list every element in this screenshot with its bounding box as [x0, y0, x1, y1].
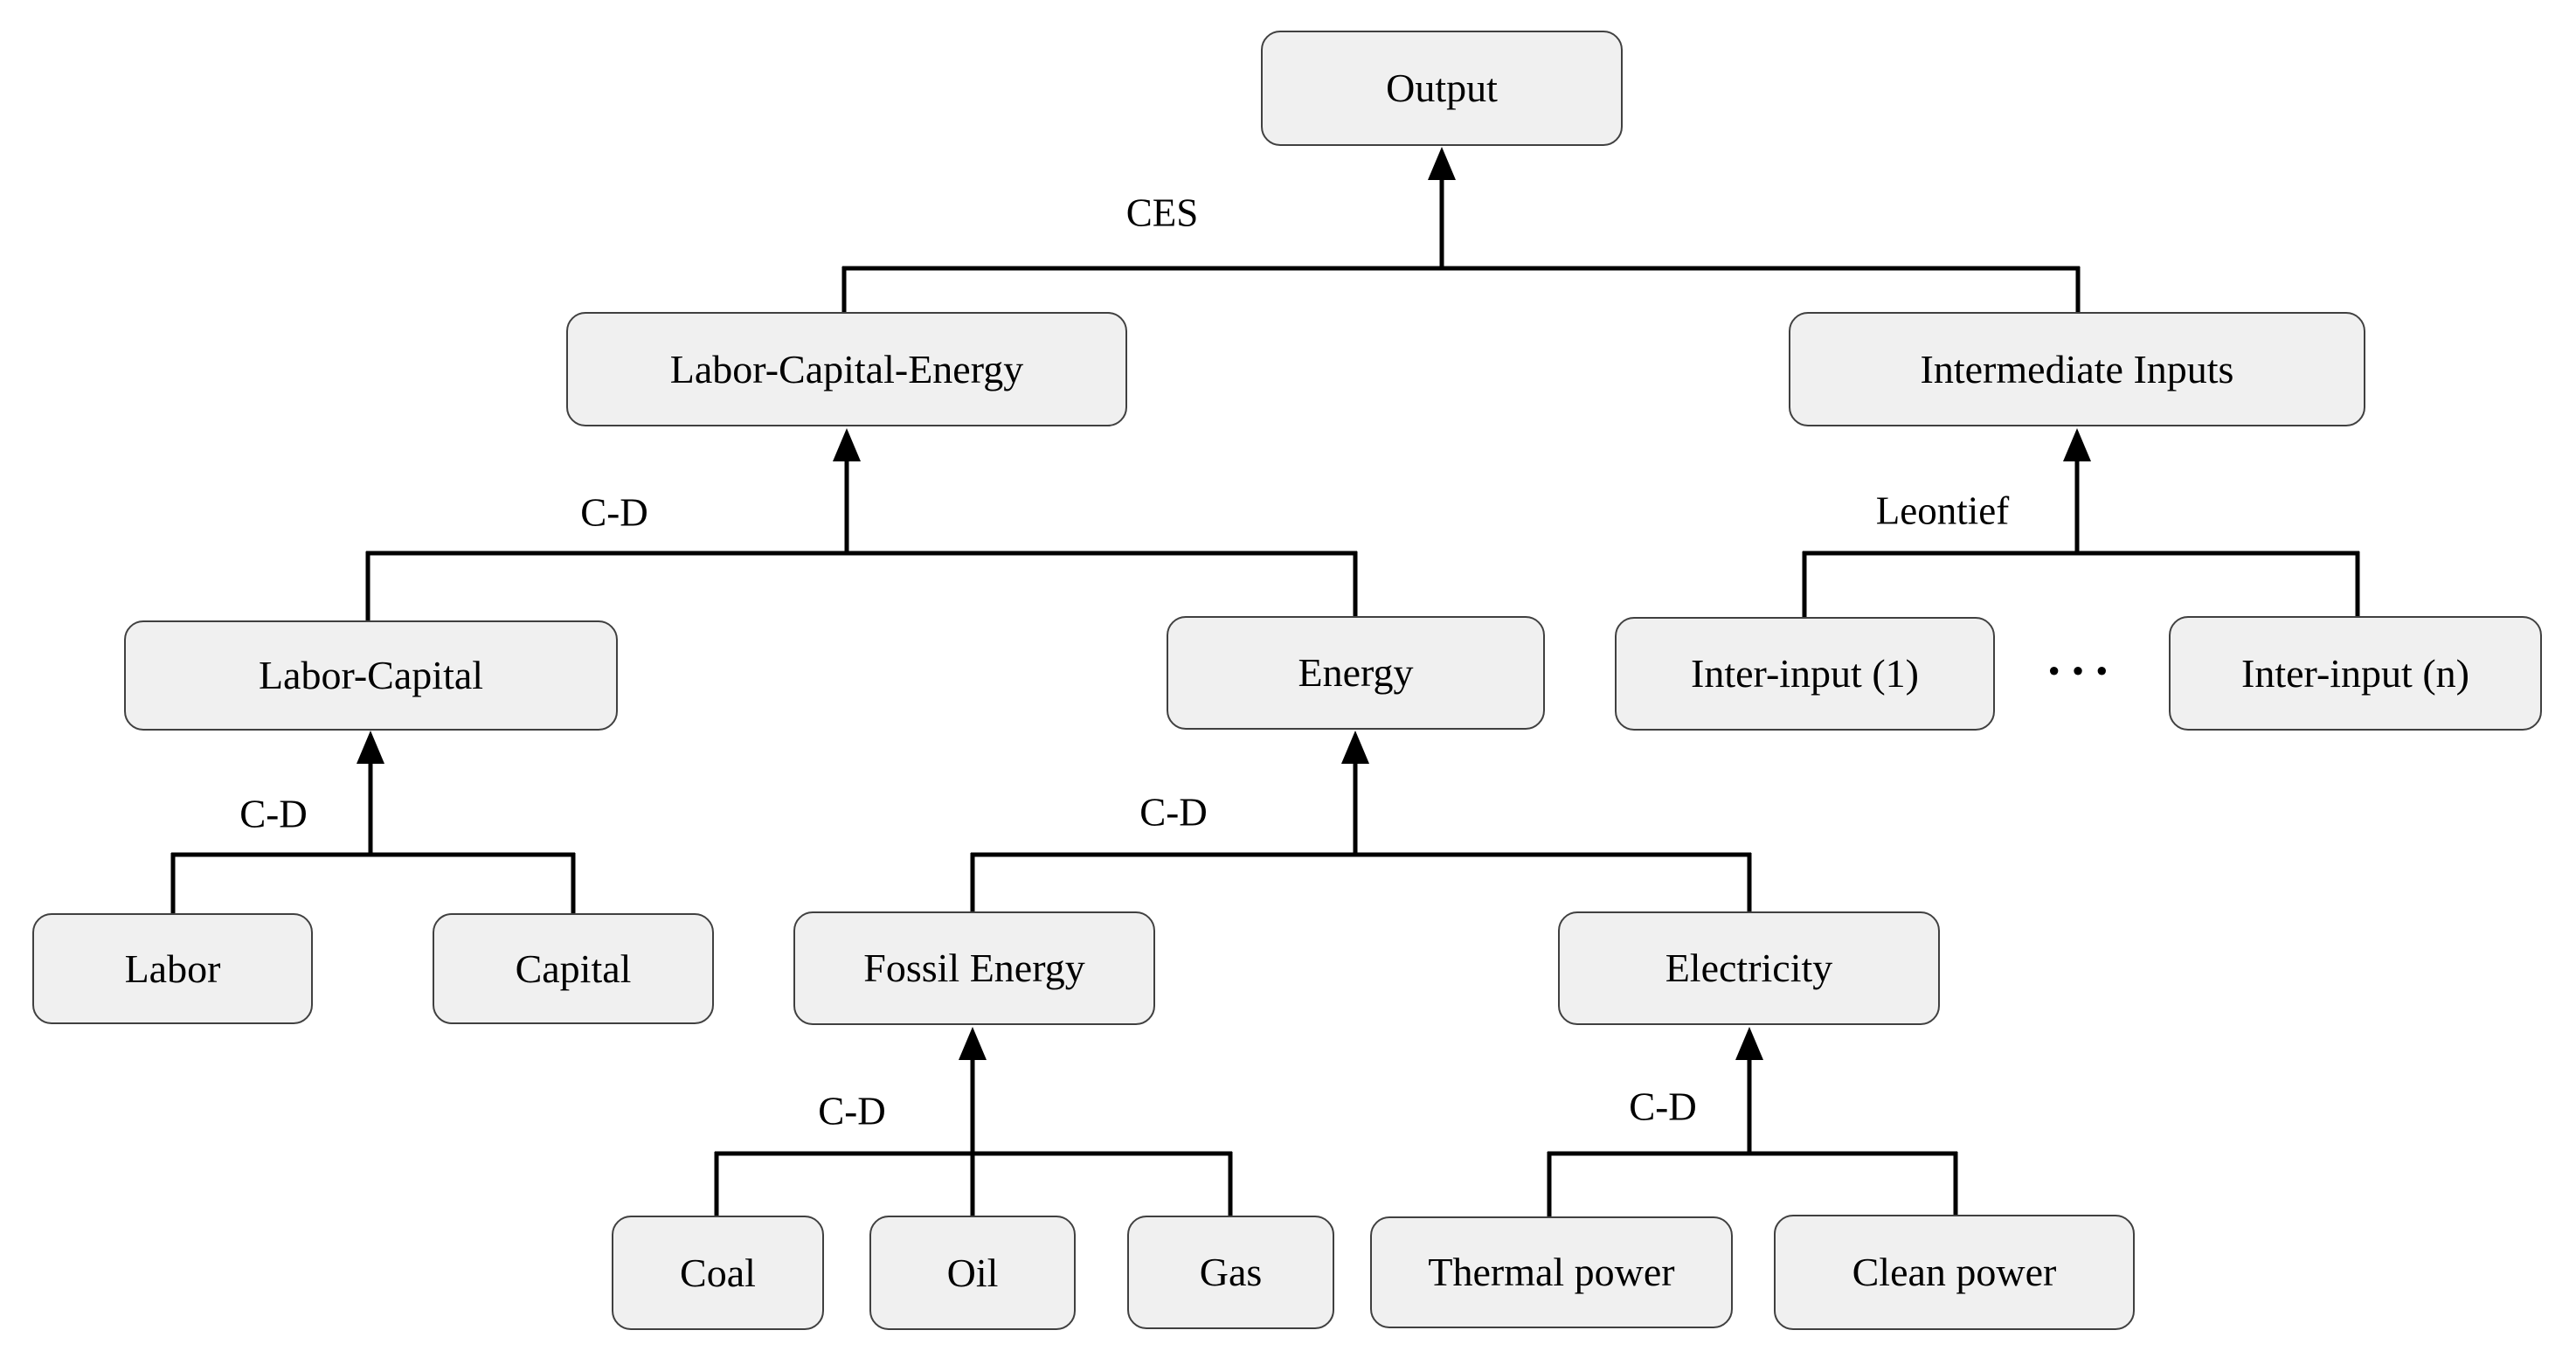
node-thermal-power-label: Thermal power [1428, 1250, 1675, 1294]
inter-input-ellipsis: ··· [2046, 646, 2117, 696]
edge-electricity-arrowhead [1735, 1027, 1763, 1060]
edge-output-arrowhead [1428, 147, 1456, 180]
edge-label-cd-energy: C-D [1139, 790, 1208, 835]
edge-label-cd-electricity: C-D [1629, 1084, 1697, 1129]
node-inter-input-n: Inter-input (n) [2169, 616, 2542, 731]
node-fossil-energy: Fossil Energy [793, 911, 1155, 1025]
node-fossil-energy-label: Fossil Energy [863, 946, 1085, 990]
edge-energy-arrowhead [1341, 731, 1369, 764]
edge-label-cd-labor-capital: C-D [239, 792, 308, 836]
node-labor-label: Labor [124, 946, 221, 991]
node-output-label: Output [1386, 66, 1498, 110]
node-output: Output [1261, 31, 1623, 146]
node-inter-input-1: Inter-input (1) [1615, 617, 1995, 731]
node-labor: Labor [32, 913, 313, 1024]
node-inter-input-1-label: Inter-input (1) [1691, 651, 1919, 696]
node-intermediate-inputs: Intermediate Inputs [1789, 312, 2365, 426]
node-labor-capital: Labor-Capital [124, 620, 618, 731]
inter-input-ellipsis-label: ··· [2045, 642, 2118, 699]
node-coal-label: Coal [680, 1250, 756, 1295]
node-clean-power-label: Clean power [1852, 1250, 2057, 1294]
node-capital-label: Capital [515, 946, 632, 991]
node-coal: Coal [612, 1216, 824, 1330]
node-labor-capital-label: Labor-Capital [258, 653, 484, 697]
node-electricity-label: Electricity [1665, 946, 1833, 990]
node-inter-input-n-label: Inter-input (n) [2241, 650, 2469, 696]
node-oil-label: Oil [946, 1250, 999, 1295]
node-energy: Energy [1167, 616, 1545, 730]
edge-label-leontief: Leontief [1875, 488, 2010, 533]
edge-ii-arrowhead [2063, 428, 2091, 461]
node-electricity: Electricity [1558, 911, 1940, 1025]
edge-fossil-arrowhead [959, 1027, 987, 1060]
edge-lce-arrowhead [833, 428, 861, 461]
node-gas: Gas [1127, 1216, 1334, 1329]
edge-label-cd-fossil: C-D [818, 1089, 886, 1133]
node-thermal-power: Thermal power [1370, 1216, 1733, 1328]
node-energy-label: Energy [1298, 650, 1414, 695]
edge-lc-arrowhead [357, 731, 384, 764]
node-intermediate-inputs-label: Intermediate Inputs [1920, 346, 2234, 391]
edge-label-cd-lce: C-D [580, 490, 648, 535]
node-labor-capital-energy-label: Labor-Capital-Energy [669, 346, 1024, 391]
node-gas-label: Gas [1199, 1250, 1263, 1294]
node-labor-capital-energy: Labor-Capital-Energy [566, 312, 1127, 426]
node-capital: Capital [433, 913, 714, 1024]
node-oil: Oil [869, 1216, 1076, 1330]
edge-label-ces: CES [1125, 191, 1199, 235]
node-clean-power: Clean power [1774, 1215, 2135, 1330]
